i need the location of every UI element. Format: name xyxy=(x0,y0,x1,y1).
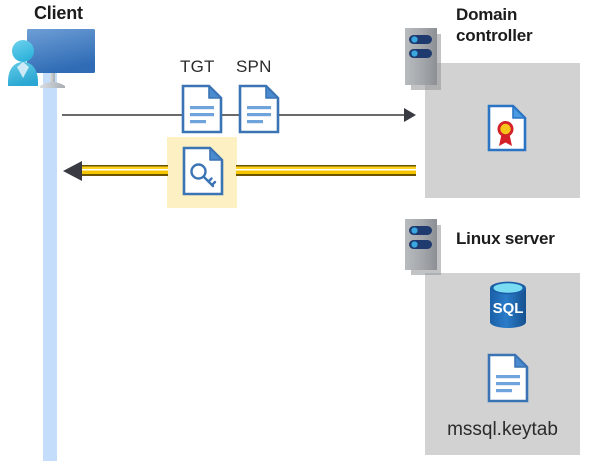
response-arrow-head xyxy=(63,161,82,181)
client-lifeline xyxy=(43,62,57,461)
keytab-filename-label: mssql.keytab xyxy=(447,419,558,440)
text-document-icon xyxy=(238,84,280,139)
response-arrow-line xyxy=(236,165,416,176)
server-rack-icon xyxy=(404,219,444,286)
spn-label: SPN xyxy=(236,57,272,76)
sql-database-icon: SQL xyxy=(486,280,530,335)
certificate-document-icon xyxy=(487,104,527,157)
response-arrow-line xyxy=(80,165,168,176)
linux-server-label: Linux server xyxy=(456,229,555,248)
request-arrow-head xyxy=(404,108,416,122)
user-monitor-icon xyxy=(6,26,98,92)
domain-controller-label: Domain controller xyxy=(456,5,533,45)
client-label: Client xyxy=(34,3,83,23)
text-document-icon xyxy=(181,84,223,139)
tgt-label: TGT xyxy=(180,57,215,76)
sql-icon-label: SQL xyxy=(493,300,524,317)
key-document-icon xyxy=(182,146,224,201)
text-document-icon xyxy=(487,353,529,408)
request-arrow-line xyxy=(62,114,414,116)
server-rack-icon xyxy=(404,28,444,95)
